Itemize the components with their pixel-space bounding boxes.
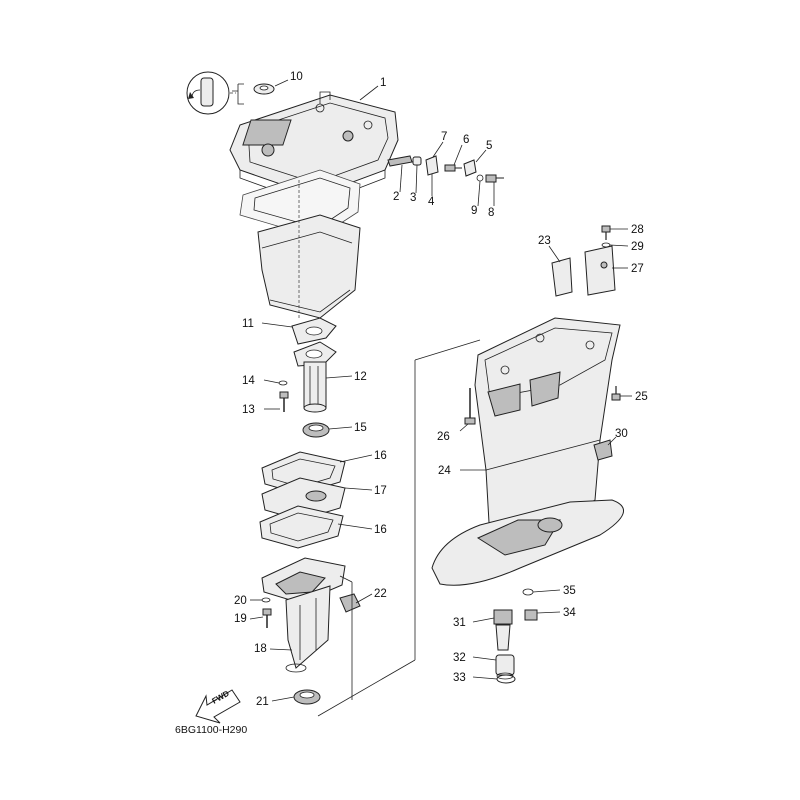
parts-13-14-bolt: [278, 380, 289, 412]
callout-6: 6: [463, 134, 469, 146]
diagram-code: 6BG1100-H290: [175, 724, 247, 736]
fwd-arrow-icon: FWD: [195, 689, 241, 724]
callout-26: 26: [437, 431, 450, 443]
oil-pan: [257, 214, 361, 319]
callout-31: 31: [453, 617, 466, 629]
callout-20: 20: [234, 595, 247, 607]
part-15-seal: [302, 422, 330, 438]
part-10-washer: [253, 83, 275, 95]
callout-16a: 16: [374, 450, 387, 462]
callout-19: 19: [234, 613, 247, 625]
part-21-seal: [293, 689, 321, 705]
callout-10: 10: [290, 71, 303, 83]
part-18-exhaust-pipe: [261, 557, 346, 673]
detail-inset: [186, 71, 244, 115]
callout-8: 8: [488, 207, 494, 219]
callout-2: 2: [393, 191, 399, 203]
callout-12: 12: [354, 371, 367, 383]
part-24-upper-casing-lower: [474, 317, 621, 541]
callout-13: 13: [242, 404, 255, 416]
callout-15: 15: [354, 422, 367, 434]
part-12-exhaust-guide: [293, 341, 337, 413]
callout-5: 5: [486, 140, 492, 152]
parts-19-20-bolt: [261, 597, 272, 628]
callout-leaders: [249, 79, 632, 702]
small-hardware-2-9: [387, 155, 504, 183]
callout-7: 7: [441, 131, 447, 143]
callout-29: 29: [631, 241, 644, 253]
callout-21: 21: [256, 696, 269, 708]
callout-1: 1: [380, 77, 386, 89]
callout-18: 18: [254, 643, 267, 655]
callout-24: 24: [438, 465, 451, 477]
part-22-damper: [339, 593, 361, 613]
assembly-bracket-lines: [317, 339, 481, 717]
callout-16b: 16: [374, 524, 387, 536]
part-11-gasket: [291, 317, 337, 345]
callout-33: 33: [453, 672, 466, 684]
callout-27: 27: [631, 263, 644, 275]
callout-30: 30: [615, 428, 628, 440]
parts-31-to-35: [493, 588, 538, 684]
callout-32: 32: [453, 652, 466, 664]
callout-28: 28: [631, 224, 644, 236]
callout-14: 14: [242, 375, 255, 387]
callout-35: 35: [563, 585, 576, 597]
callout-3: 3: [410, 192, 416, 204]
callout-22: 22: [374, 588, 387, 600]
callout-23: 23: [538, 235, 551, 247]
parts-16-17-gaskets: [259, 451, 346, 549]
anti-cavitation-plate: [431, 499, 624, 586]
callout-17: 17: [374, 485, 387, 497]
callout-34: 34: [563, 607, 576, 619]
callout-9: 9: [471, 205, 477, 217]
callout-4: 4: [428, 196, 435, 208]
callout-11: 11: [242, 318, 254, 330]
callout-25: 25: [635, 391, 648, 403]
part-1-upper-casing: [229, 91, 399, 206]
callout-labels: 1 2 3 4 5 6 7 8 9 10 11 12 13 14 15 16 1…: [234, 71, 648, 708]
